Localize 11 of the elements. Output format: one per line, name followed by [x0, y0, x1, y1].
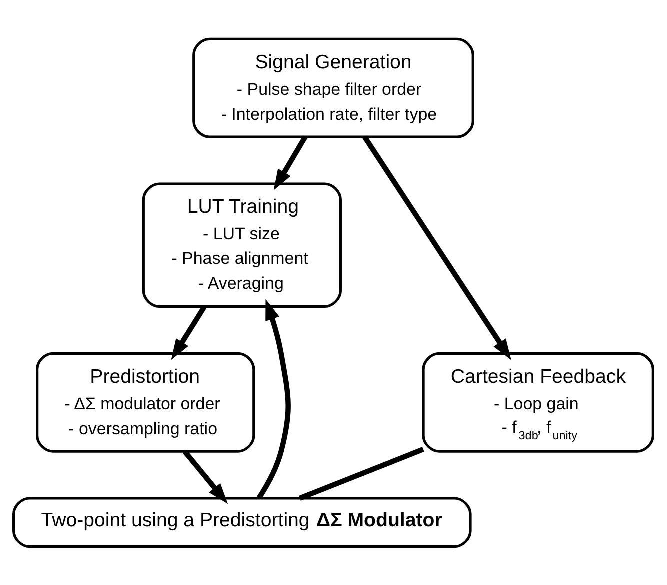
arrow — [256, 298, 291, 499]
node-box: LUT Training - LUT size - Phase alignment - Averaging — [142, 182, 342, 308]
node-box: Cartesian Feedback - Loop gain - f$_{3db}$, f$_{unity}$ — [422, 352, 654, 452]
arrow — [182, 450, 228, 504]
arrow — [274, 135, 308, 190]
node-box: Predistortion - ΔΣ modulator order - oversampling ratio — [36, 352, 256, 452]
node-box: Signal Generation - Pulse shape filter order - Interpolation rate, filter type — [192, 37, 474, 138]
arrow — [171, 305, 207, 360]
connector — [298, 446, 424, 500]
arrow — [362, 135, 512, 360]
node-box: Two-point using a Predistorting ΔΣ Modulator — [12, 496, 472, 548]
